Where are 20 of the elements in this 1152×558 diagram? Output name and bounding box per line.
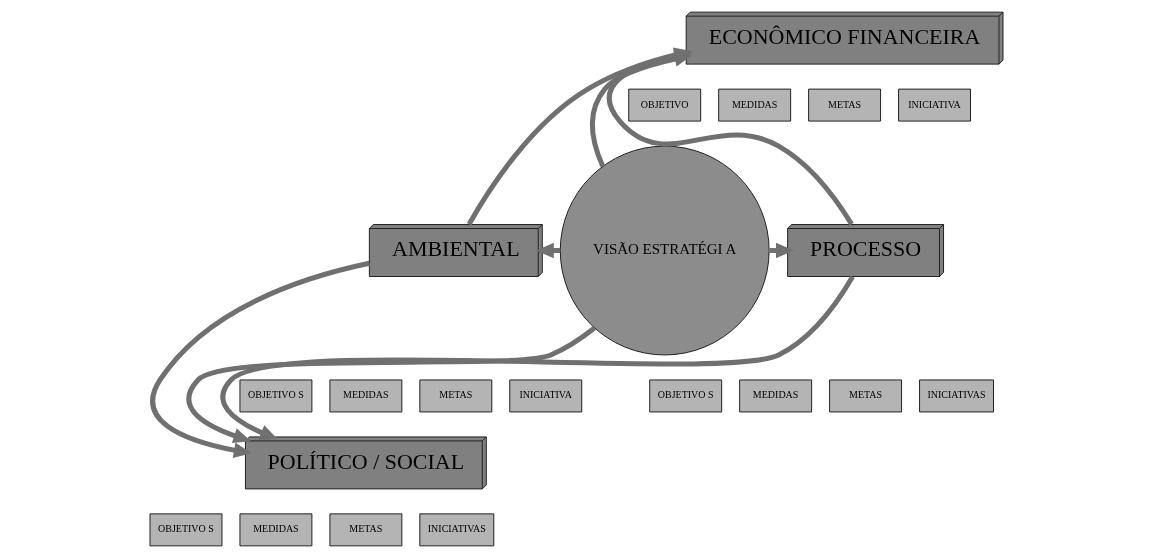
arrow bbox=[186, 326, 596, 444]
node-box: INICIATIVA bbox=[897, 88, 971, 122]
arrow bbox=[220, 275, 855, 440]
node-box: OBJETIVO S bbox=[238, 379, 312, 413]
node-box: MEDIDAS bbox=[328, 379, 402, 413]
node-box: OBJETIVO bbox=[627, 88, 701, 122]
node-box: METAS bbox=[828, 379, 902, 413]
node-box: MEDIDAS bbox=[738, 379, 812, 413]
node-circle: VISÃO ESTRATÉGI A bbox=[559, 145, 770, 356]
node-box: METAS bbox=[418, 379, 492, 413]
node-box: INICIATIVAS bbox=[418, 513, 494, 547]
node-box: MEDIDAS bbox=[238, 513, 312, 547]
node-box: INICIATIVAS bbox=[918, 379, 994, 413]
node-box: METAS bbox=[328, 513, 402, 547]
node-box: OBJETIVO S bbox=[648, 379, 722, 413]
node-box: METAS bbox=[807, 88, 881, 122]
node-box: MEDIDAS bbox=[717, 88, 791, 122]
node-box: OBJETIVO S bbox=[149, 513, 222, 547]
node-box: INICIATIVA bbox=[508, 379, 582, 413]
arrow bbox=[149, 260, 370, 458]
